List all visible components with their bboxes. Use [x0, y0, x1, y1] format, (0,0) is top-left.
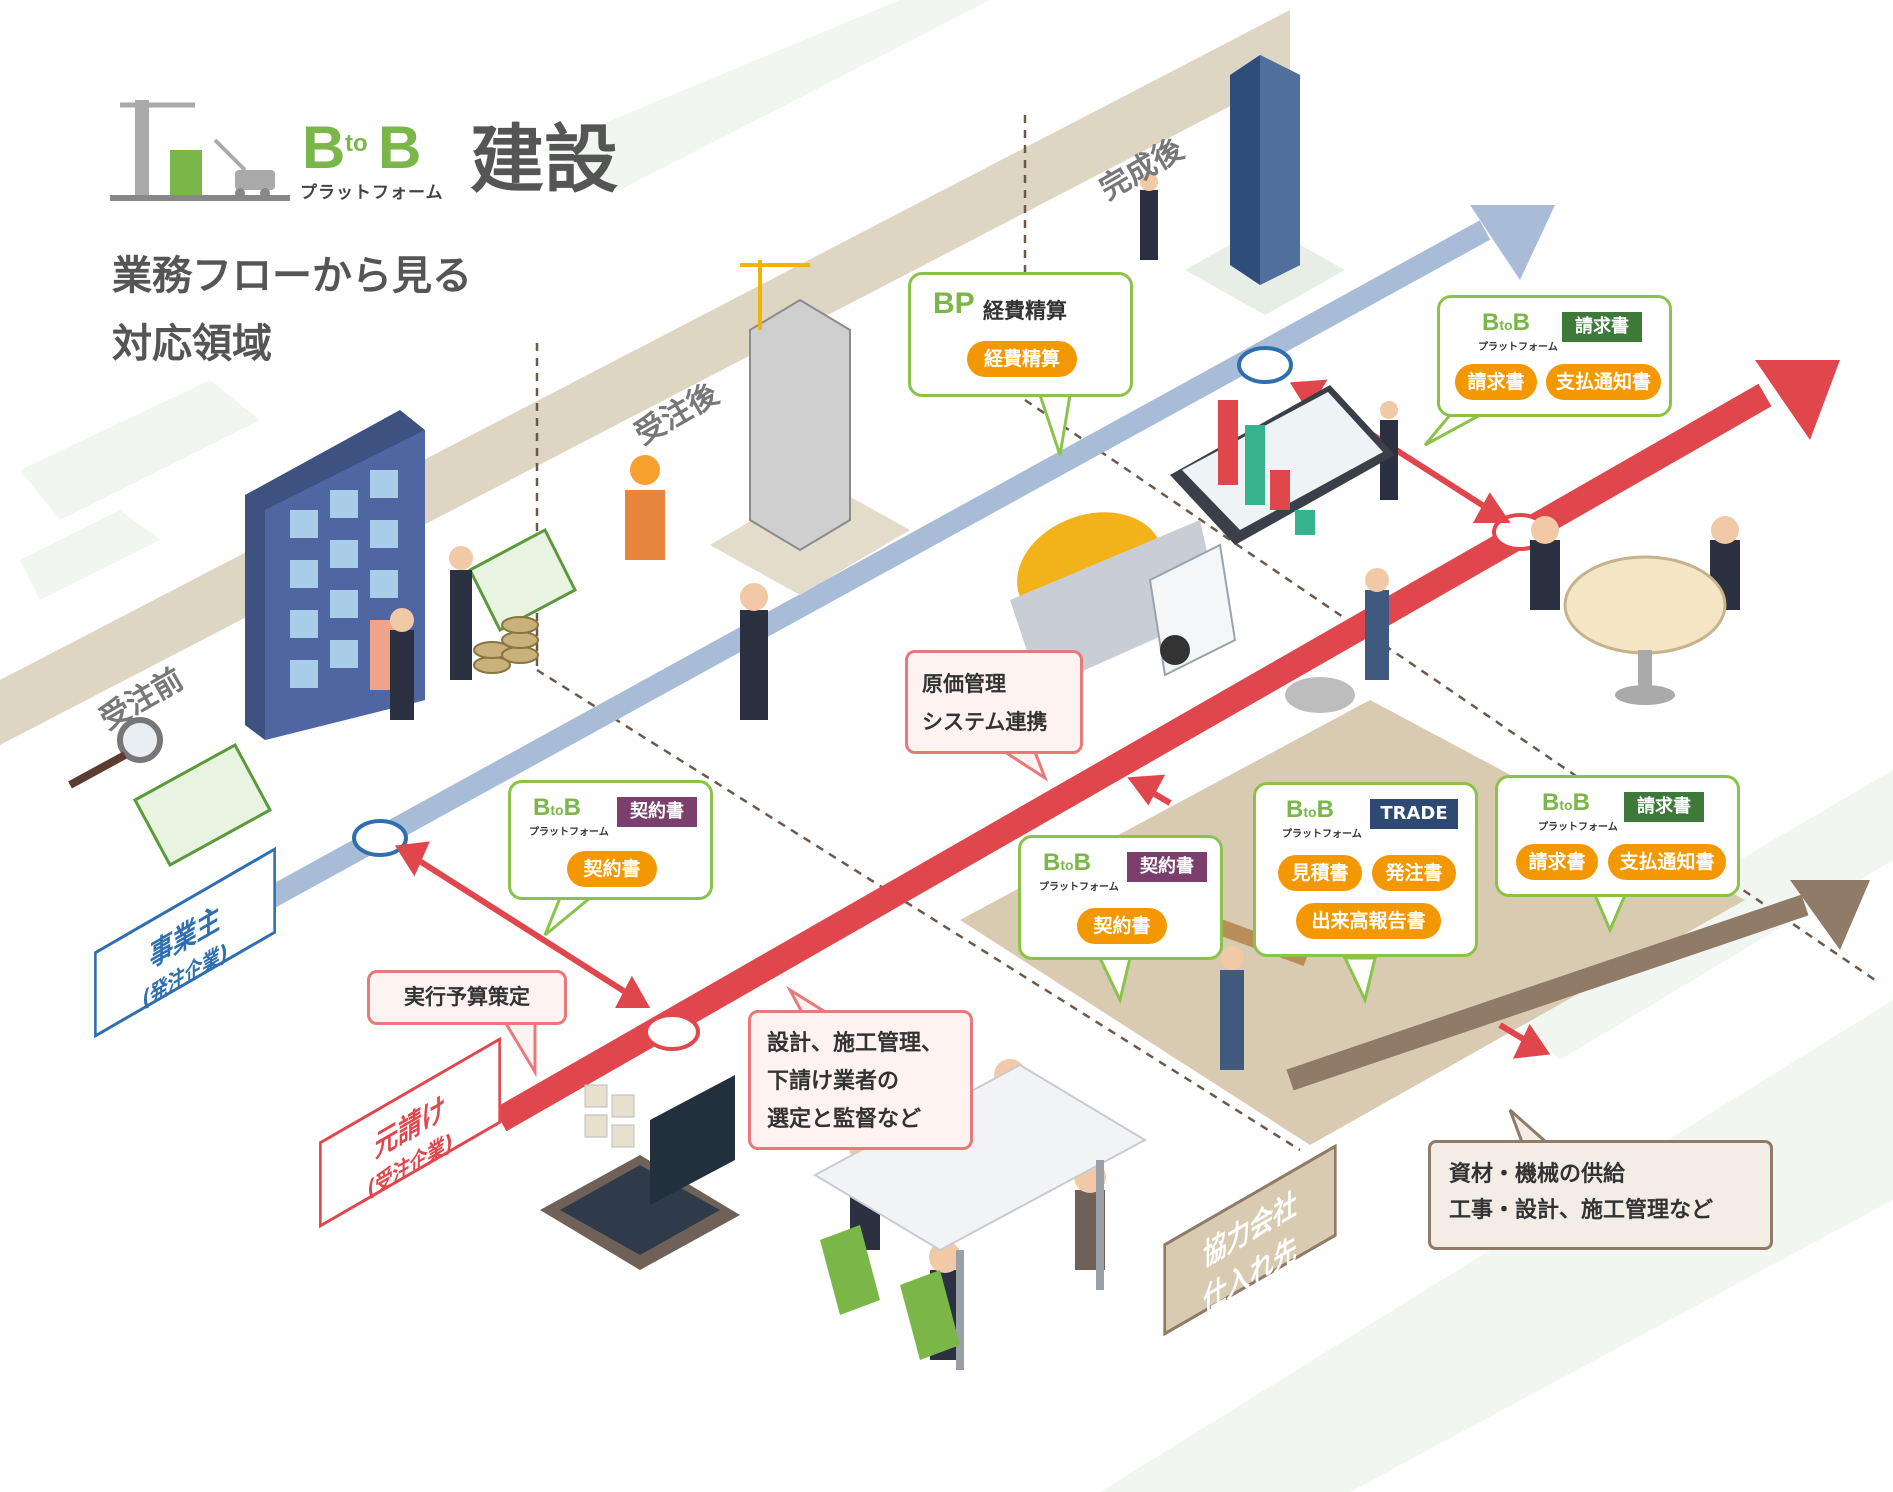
- invoice-top-logo-sub: プラットフォーム: [1478, 342, 1558, 353]
- trade-logo-sub: プラットフォーム: [1282, 829, 1362, 840]
- logo-b-right: B: [378, 114, 422, 181]
- contract-left-logo-sub: プラットフォーム: [529, 827, 609, 838]
- contract-left-badge: 契約書: [617, 797, 697, 827]
- note-supply-line-1: 資材・機械の供給: [1449, 1162, 1626, 1187]
- trade-item-order: 発注書: [1372, 855, 1456, 891]
- note-design-line-1: 設計、施工管理、: [767, 1031, 944, 1056]
- note-cost-management: 原価管理 システム連携: [905, 650, 1083, 754]
- building-under-construction: [710, 260, 910, 595]
- invoice-top-badge: 請求書: [1562, 312, 1642, 342]
- contract-left-item: 契約書: [567, 851, 657, 887]
- invoice-right-item-1: 請求書: [1516, 844, 1598, 880]
- logo-category: 建設: [470, 117, 618, 203]
- trade-logo: BtoB: [1286, 796, 1334, 823]
- callout-trade: BtoB プラットフォーム TRADE 見積書 発注書 出来高報告書: [1253, 782, 1478, 957]
- coins-illustration: [473, 616, 539, 674]
- invoice-right-badge: 請求書: [1624, 792, 1704, 822]
- callout-contract-left: BtoB プラットフォーム 契約書 契約書: [508, 780, 713, 900]
- client-flow-arrow: [224, 205, 1555, 930]
- expense-item: 経費精算: [967, 341, 1077, 377]
- design-desk-illustration: [540, 1075, 740, 1270]
- note-supply-line-2: 工事・設計、施工管理など: [1449, 1198, 1714, 1223]
- note-budget: 実行予算策定: [367, 970, 567, 1025]
- logo-mark: [110, 100, 290, 201]
- trade-item-progress-report: 出来高報告書: [1296, 903, 1441, 939]
- meeting-table-right: [1563, 555, 1727, 705]
- contract-mid-logo: BtoB: [1043, 849, 1091, 876]
- callout-invoice-top: BtoB プラットフォーム 請求書 請求書 支払通知書: [1437, 295, 1672, 417]
- calendar-illustrations: [132, 527, 577, 868]
- smartphone-chart-illustration: [1170, 385, 1395, 545]
- trade-item-estimate: 見積書: [1278, 855, 1362, 891]
- invoice-top-logo: BtoB: [1482, 309, 1530, 336]
- note-cost-line-2: システム連携: [922, 710, 1048, 734]
- contract-left-logo: BtoB: [533, 794, 581, 821]
- invoice-right-logo: BtoB: [1542, 789, 1590, 816]
- heading-line-1: 業務フローから見る: [112, 253, 472, 299]
- note-cost-line-1: 原価管理: [922, 672, 1006, 696]
- note-design-line-2: 下請け業者の: [767, 1069, 900, 1094]
- partner-flow-arrow: [1286, 880, 1870, 1091]
- logo-b-left: B: [302, 114, 346, 181]
- expense-brand: BP: [933, 287, 975, 320]
- invoice-top-item-2: 支払通知書: [1546, 364, 1661, 400]
- office-desk-illustration: [812, 1063, 1148, 1370]
- logo-to: to: [345, 130, 368, 157]
- magnifier-illustration: [68, 717, 163, 789]
- callout-expense: BP 経費精算 経費精算: [908, 272, 1133, 397]
- invoice-top-item-1: 請求書: [1455, 364, 1537, 400]
- invoice-right-item-2: 支払通知書: [1608, 844, 1726, 880]
- contract-mid-badge: 契約書: [1127, 852, 1207, 882]
- note-design-line-3: 選定と監督など: [767, 1107, 922, 1132]
- prime-flow-arrow: [493, 360, 1840, 1132]
- callout-invoice-right: BtoB プラットフォーム 請求書 請求書 支払通知書: [1495, 775, 1740, 897]
- heading-line-2: 対応領域: [112, 321, 272, 367]
- note-design: 設計、施工管理、 下請け業者の 選定と監督など: [748, 1010, 973, 1150]
- callout-contract-mid: BtoB プラットフォーム 契約書 契約書: [1018, 835, 1223, 960]
- completed-building: [1185, 55, 1345, 315]
- contract-mid-logo-sub: プラットフォーム: [1039, 882, 1119, 893]
- contract-mid-item: 契約書: [1077, 908, 1167, 944]
- trade-badge: TRADE: [1370, 799, 1458, 829]
- logo-platform: プラットフォーム: [300, 183, 444, 203]
- expense-product: 経費精算: [983, 299, 1067, 323]
- note-supply: 資材・機械の供給 工事・設計、施工管理など: [1428, 1140, 1773, 1250]
- invoice-right-logo-sub: プラットフォーム: [1538, 822, 1618, 833]
- calculator-illustration: [245, 410, 425, 740]
